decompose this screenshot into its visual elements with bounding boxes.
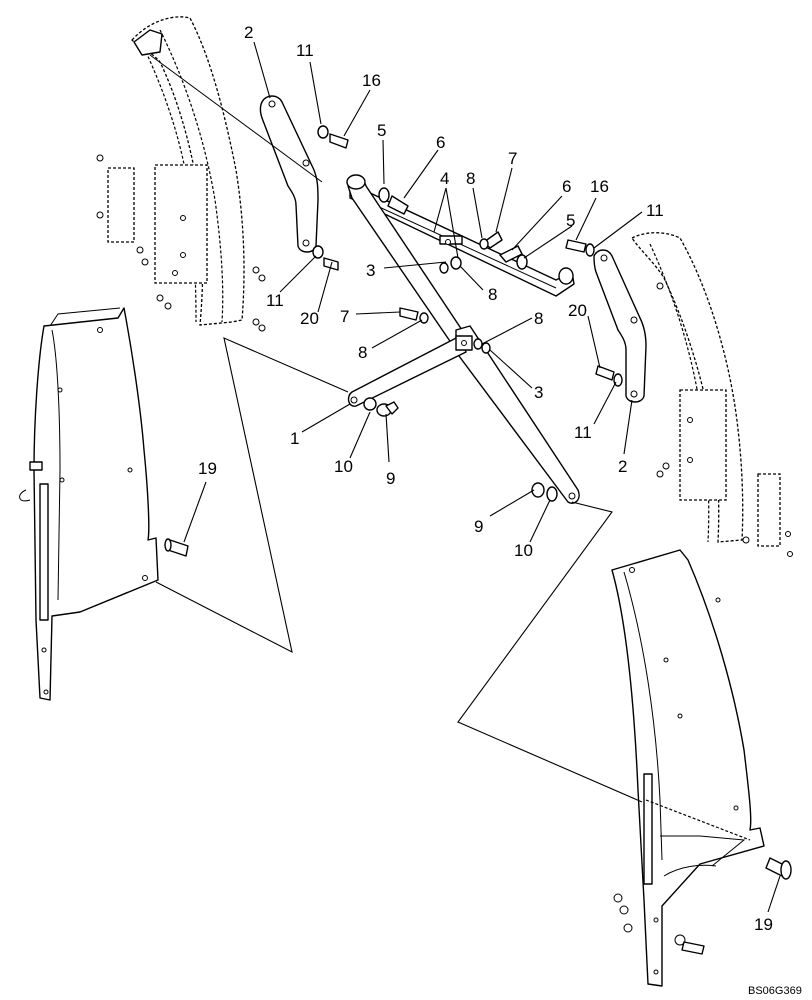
linkage-hardware [363, 187, 558, 502]
center-linkage [346, 174, 580, 504]
callout-6: 6 [436, 133, 445, 152]
left-bracket [259, 95, 319, 253]
left-fender-lower [19, 307, 159, 701]
callout-8: 8 [466, 169, 475, 188]
callout-19: 19 [198, 459, 217, 478]
callout-11: 11 [646, 201, 664, 220]
callout-16: 16 [590, 177, 609, 196]
callout-8: 8 [358, 343, 367, 362]
callout-20: 20 [568, 301, 587, 320]
callout-1: 1 [290, 429, 299, 448]
left-pin-19 [164, 538, 189, 557]
right-fender-hidden-edge [645, 799, 751, 841]
callout-11: 11 [574, 423, 592, 442]
callout-8: 8 [534, 309, 543, 328]
callout-10: 10 [334, 457, 353, 476]
callout-10: 10 [514, 541, 533, 560]
right-lower-hardware [613, 893, 705, 955]
right-fender-upper [631, 232, 793, 557]
callout-3: 3 [366, 261, 375, 280]
right-bracket [593, 249, 647, 403]
callout-9: 9 [386, 469, 395, 488]
callout-20: 20 [300, 309, 319, 328]
callout-6: 6 [562, 177, 571, 196]
left-bracket-hardware [312, 125, 349, 271]
callout-3: 3 [534, 383, 543, 402]
callout-8: 8 [488, 285, 497, 304]
callout-9: 9 [474, 517, 483, 536]
assembly-line-right [457, 501, 643, 803]
callout-7: 7 [508, 149, 517, 168]
right-bracket-hardware [565, 239, 623, 387]
callout-11: 11 [296, 41, 314, 60]
callout-4: 4 [440, 169, 449, 188]
callout-5: 5 [377, 121, 386, 140]
assembly-line-left [155, 337, 349, 654]
leader-fender-to-bracket [149, 54, 323, 183]
right-pin-19 [765, 857, 792, 880]
right-fender-lower [611, 549, 765, 987]
callout-labels: 2 11 16 5 6 4 8 7 6 16 11 5 3 8 11 20 7 … [198, 23, 773, 934]
callout-2: 2 [244, 23, 253, 42]
drawing-code: BS06G369 [748, 985, 802, 997]
callout-19: 19 [754, 915, 773, 934]
callout-5: 5 [566, 211, 575, 230]
left-small-hardware [96, 154, 266, 332]
leader-lines [183, 41, 781, 913]
left-fender-upper [107, 16, 245, 326]
callout-2: 2 [618, 457, 627, 476]
callout-11: 11 [266, 291, 284, 310]
callout-16: 16 [362, 71, 381, 90]
callout-7: 7 [340, 307, 349, 326]
